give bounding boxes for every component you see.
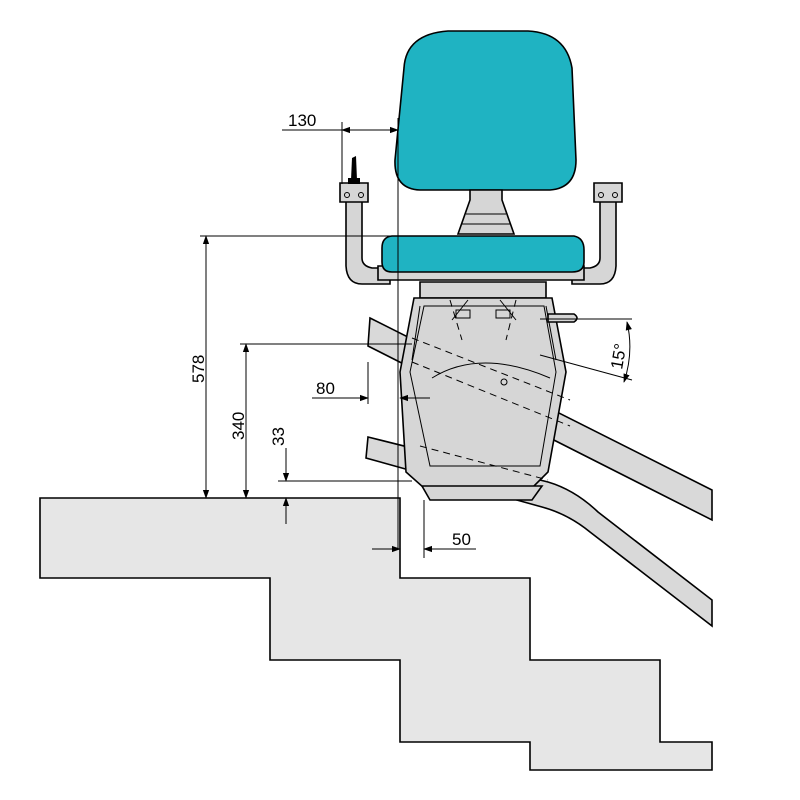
lower-rail <box>365 435 713 628</box>
dim-rail-height: 33 <box>269 427 412 524</box>
carriage-top <box>419 281 547 299</box>
carriage-bottom <box>420 485 544 501</box>
right-armrest <box>571 199 617 285</box>
dim-label-rail-angle: 15° <box>607 342 630 371</box>
left-armrest-grip <box>339 182 369 203</box>
dim-label-footrest-height: 340 <box>229 412 248 440</box>
joystick-icon <box>351 156 357 180</box>
rail-clamp <box>547 313 578 323</box>
dim-label-seat-height: 578 <box>189 355 208 383</box>
dim-label-handle-offset: 130 <box>288 111 316 130</box>
dim-label-rail-height: 33 <box>269 427 288 446</box>
dim-rail-angle: 15° <box>539 318 633 383</box>
right-armrest-grip <box>593 182 623 203</box>
backrest-bracket <box>456 189 516 235</box>
dim-step-offset: 50 <box>372 500 476 558</box>
dim-seat-height: 578 <box>189 235 440 499</box>
dim-label-step-offset: 50 <box>452 530 471 549</box>
staircase <box>39 497 713 771</box>
seat-cushion <box>381 235 585 273</box>
dim-label-footrest-offset: 80 <box>316 379 335 398</box>
dim-footrest-height: 340 <box>229 343 412 499</box>
backrest <box>394 30 577 191</box>
dim-footrest-offset: 80 <box>312 362 430 404</box>
dim-handle-offset: 130 <box>282 111 399 550</box>
